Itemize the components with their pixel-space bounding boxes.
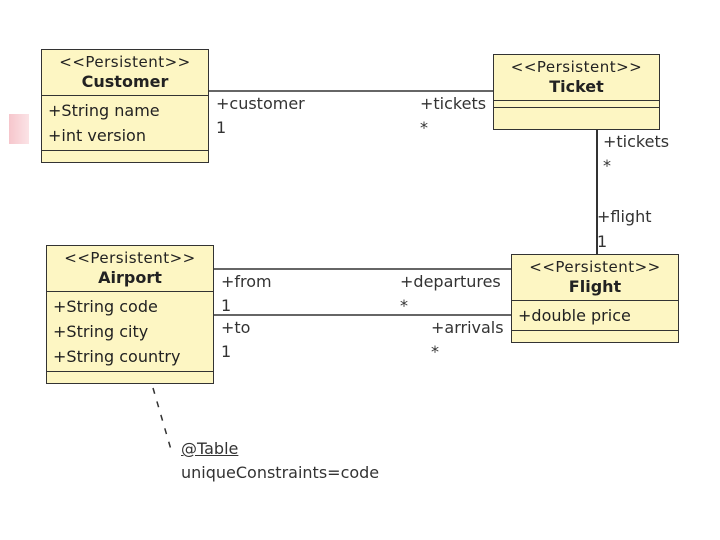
customer-attributes: +String name +int version	[42, 96, 208, 151]
customer-multiplicity: 1	[216, 118, 227, 137]
ticket-stereotype: <<Persistent>>	[510, 58, 643, 76]
ticket-attributes	[494, 101, 659, 108]
airport-header: <<Persistent>> Airport	[47, 246, 213, 292]
slide-decoration	[9, 114, 29, 144]
customer-operations	[42, 151, 208, 159]
airport-name: Airport	[98, 268, 162, 287]
flight-name: Flight	[568, 277, 622, 296]
note-annotation: @Table	[181, 439, 239, 458]
arrivals-multiplicity: *	[431, 342, 439, 361]
note-anchor-line	[152, 387, 173, 454]
departures-role-label: +departures	[400, 272, 501, 291]
ticket-name: Ticket	[549, 77, 604, 96]
flight-operations	[512, 331, 678, 339]
from-role-label: +from	[221, 272, 272, 291]
table-annotation-note: @Table uniqueConstraints=code	[181, 437, 379, 485]
flight-role-label: +flight	[597, 207, 652, 226]
departures-multiplicity: *	[400, 296, 408, 315]
flight-attr-price: +double price	[518, 306, 631, 325]
airport-class: <<Persistent>> Airport +String code +Str…	[46, 245, 214, 384]
customer-name: Customer	[81, 72, 169, 91]
from-multiplicity: 1	[221, 296, 232, 315]
ticket-class: <<Persistent>> Ticket	[493, 54, 660, 130]
flight-tickets-role-label: +tickets	[603, 132, 670, 151]
to-role-label: +to	[221, 318, 251, 337]
customer-role-label: +customer	[216, 94, 305, 113]
airport-attributes: +String code +String city +String countr…	[47, 292, 213, 372]
customer-stereotype: <<Persistent>>	[59, 53, 191, 71]
note-text: uniqueConstraints=code	[181, 463, 380, 482]
flight-attributes: +double price	[512, 301, 678, 331]
tickets-multiplicity: *	[420, 118, 428, 137]
flight-tickets-multiplicity: *	[603, 156, 611, 175]
to-multiplicity: 1	[221, 342, 232, 361]
airport-attr-city: +String city	[53, 322, 149, 341]
arrivals-role-label: +arrivals	[431, 318, 504, 337]
flight-header: <<Persistent>> Flight	[512, 255, 678, 301]
airport-attr-code: +String code	[53, 297, 158, 316]
customer-attr-name: +String name	[48, 101, 160, 120]
airport-stereotype: <<Persistent>>	[64, 249, 196, 267]
tickets-role-label: +tickets	[420, 94, 487, 113]
customer-class: <<Persistent>> Customer +String name +in…	[41, 49, 209, 163]
ticket-operations	[494, 108, 659, 116]
customer-attr-version: +int version	[48, 126, 146, 145]
flight-class: <<Persistent>> Flight +double price	[511, 254, 679, 343]
flight-stereotype: <<Persistent>>	[529, 258, 661, 276]
airport-operations	[47, 372, 213, 380]
airport-attr-country: +String country	[53, 347, 181, 366]
customer-header: <<Persistent>> Customer	[42, 50, 208, 96]
ticket-header: <<Persistent>> Ticket	[494, 55, 659, 101]
flight-multiplicity: 1	[597, 232, 608, 251]
